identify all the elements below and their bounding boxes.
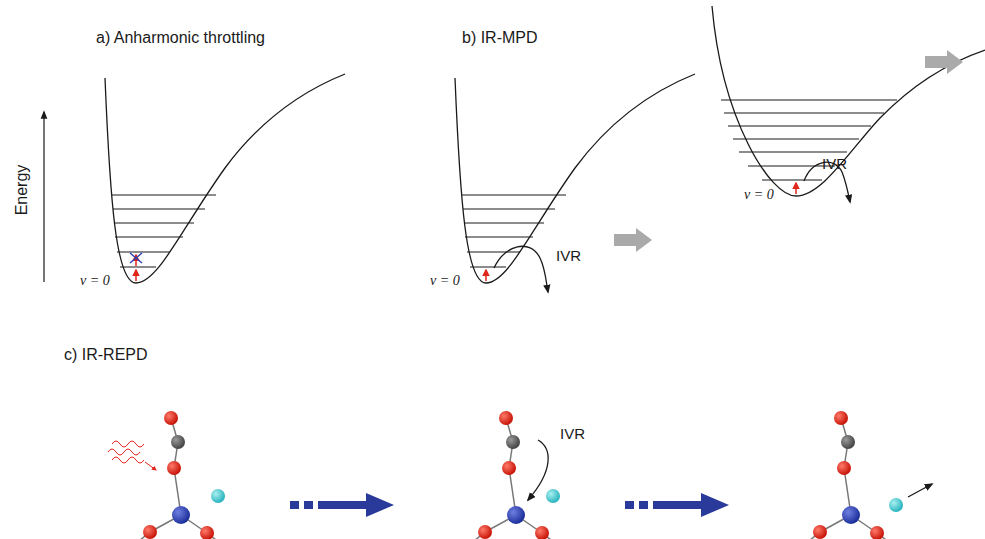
progress-arrow	[925, 50, 963, 74]
ligand-atom	[889, 498, 903, 512]
process-label: IVR	[822, 156, 847, 171]
progress-arrow	[614, 228, 652, 252]
dissociation-arrow	[908, 484, 932, 497]
progress-arrow	[290, 493, 394, 517]
molecule	[771, 411, 933, 539]
molecule	[101, 411, 263, 539]
potential-well	[105, 74, 345, 283]
ivr-arrow	[494, 246, 548, 292]
excitation-arrow	[795, 183, 797, 194]
blocked-mark	[130, 253, 142, 263]
energy-axis	[43, 112, 44, 282]
state-label: v = 0	[430, 274, 460, 288]
progress-arrow	[625, 493, 729, 517]
axis-label: Energy	[14, 165, 30, 216]
potential-well	[455, 74, 695, 283]
excitation-arrow	[135, 255, 137, 266]
potential-well	[712, 6, 985, 196]
ir-photon	[145, 462, 156, 470]
process-label: IVR	[560, 426, 585, 441]
panel-title: a) Anharmonic throttling	[96, 30, 265, 46]
ivr-arrow	[528, 440, 548, 500]
panel-title: c) IR-REPD	[64, 347, 148, 363]
excitation-arrow	[135, 270, 137, 281]
excitation-arrow	[485, 270, 487, 281]
panel-title: b) IR-MPD	[462, 30, 538, 46]
ligand-atom	[211, 489, 225, 503]
molecule	[436, 411, 598, 539]
state-label: v = 0	[744, 188, 774, 202]
state-label: v = 0	[80, 274, 110, 288]
ir-photon	[108, 441, 144, 463]
process-label: IVR	[556, 248, 581, 263]
ligand-atom	[546, 489, 560, 503]
